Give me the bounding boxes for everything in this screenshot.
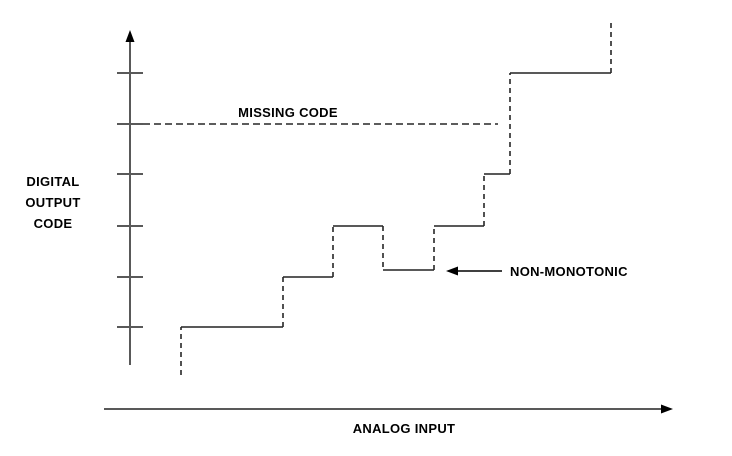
y-axis-label-line3: CODE: [34, 216, 73, 231]
y-axis-label-line1: DIGITAL: [26, 174, 79, 189]
axes-layer: [104, 30, 673, 414]
non-monotonic-label: NON-MONOTONIC: [510, 264, 628, 279]
missing-code-label: MISSING CODE: [238, 105, 338, 120]
annotation-layer: [143, 123, 502, 276]
x-axis-arrowhead-icon: [661, 404, 673, 414]
y-axis-label-line2: OUTPUT: [25, 195, 80, 210]
x-axis-label: ANALOG INPUT: [353, 421, 456, 436]
non-monotonic-arrowhead-icon: [446, 266, 458, 276]
staircase-layer: [180, 23, 612, 375]
y-axis-arrowhead-icon: [125, 30, 135, 42]
